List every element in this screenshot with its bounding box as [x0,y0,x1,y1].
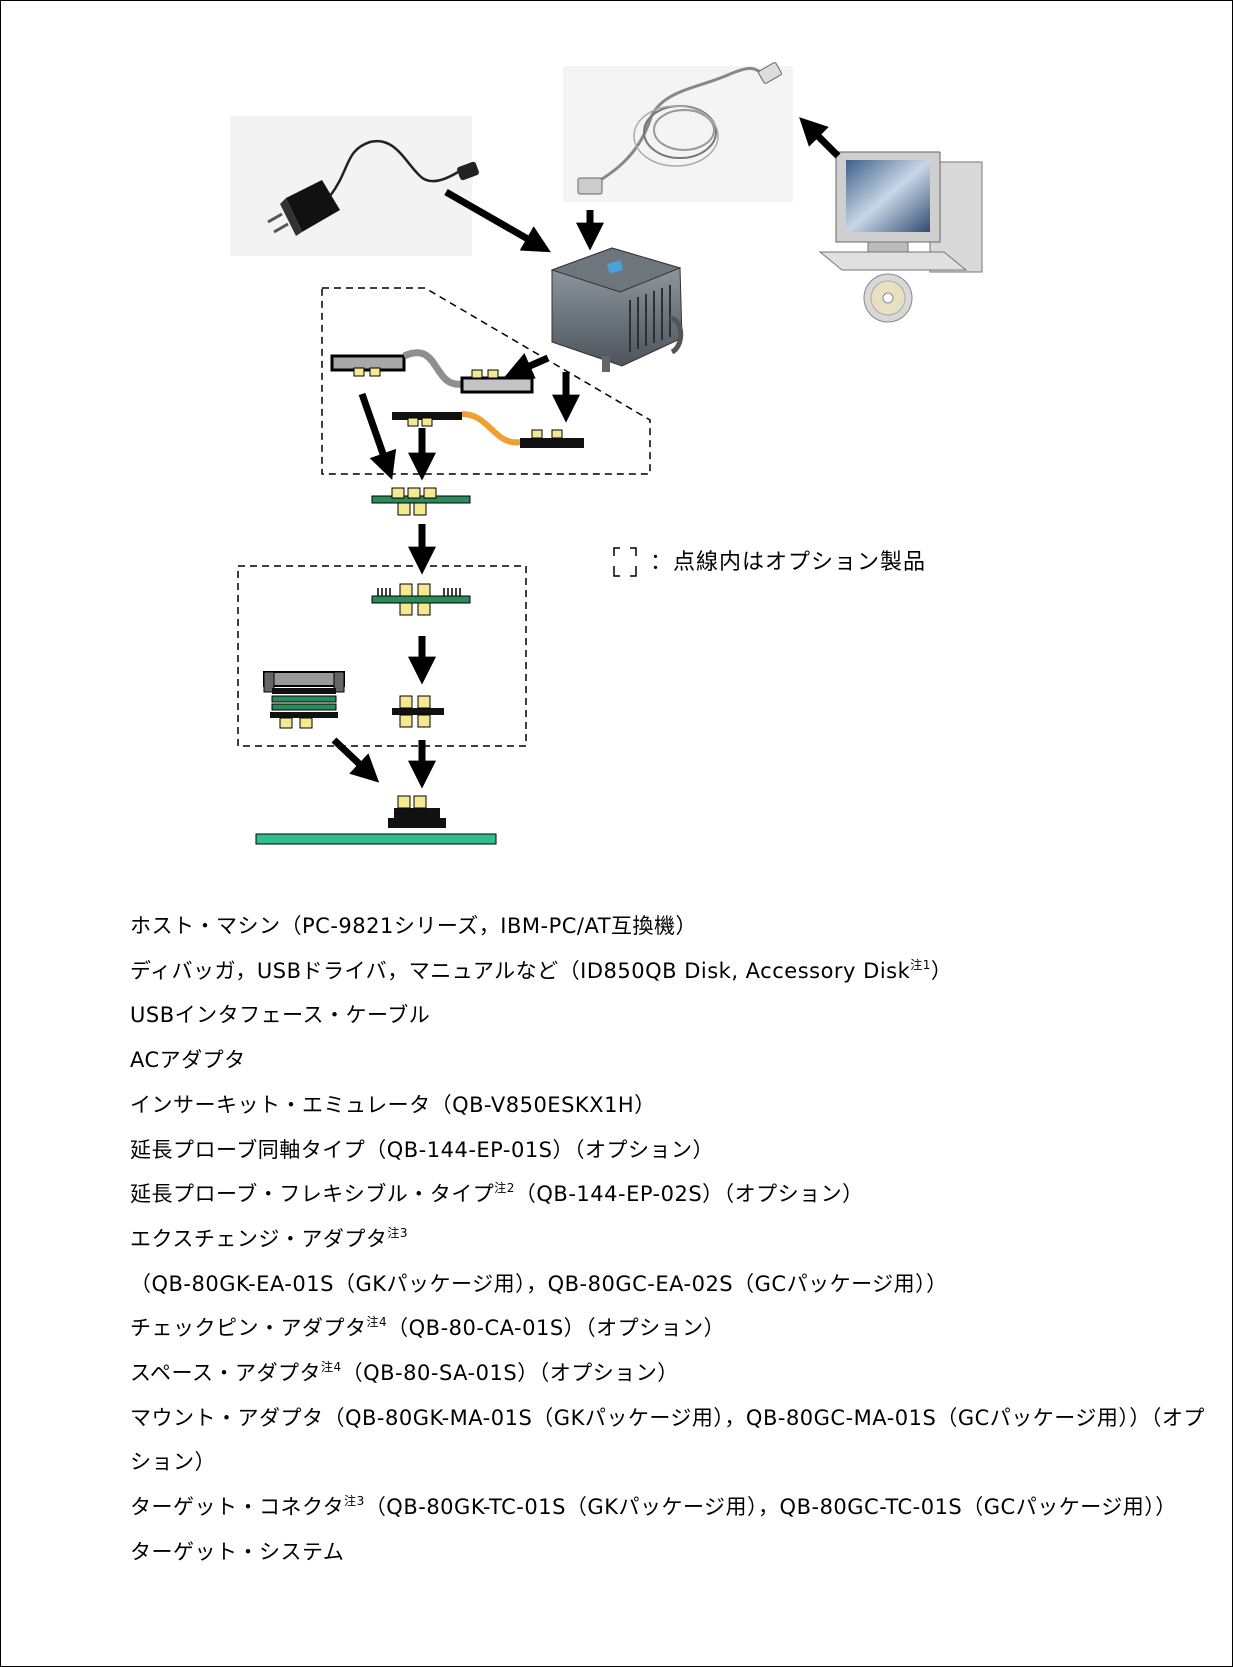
component-list-item: USBインタフェース・ケーブル [130,993,1220,1038]
item-note-ref: 注4 [320,1360,342,1375]
ac-adapter-image [267,139,479,236]
mount-adapter-image [263,671,345,729]
space-adapter-image [392,695,444,728]
extension-probe-flexible-image [330,349,534,394]
target-connector-image [388,795,446,828]
extension-probe-coaxial-image [392,411,584,448]
item-text-rest: （QB-80GK-EA-01S（GKパッケージ用），QB-80GC-EA-02S… [130,1271,948,1296]
item-note-ref: 注3 [387,1225,409,1240]
item-text: USBインタフェース・ケーブル [130,1003,431,1028]
target-system-board [255,833,497,845]
item-text: ACアダプタ [130,1048,246,1073]
system-configuration-diagram [230,62,983,845]
item-text: ターゲット・システム [130,1539,345,1564]
component-list-item: 延長プローブ・フレキシブル・タイプ注2（QB-144-EP-02S）（オプション… [130,1172,1220,1217]
host-computer-image [818,151,983,323]
item-text: マウント・アダプタ（QB-80GK-MA-01S（GKパッケージ用），QB-80… [130,1405,1205,1475]
component-list-item: マウント・アダプタ（QB-80GK-MA-01S（GKパッケージ用），QB-80… [130,1396,1220,1485]
component-list-item: チェックピン・アダプタ注4（QB-80-CA-01S）（オプション） [130,1306,1220,1351]
item-text: ホスト・マシン（PC-9821シリーズ，IBM-PC/AT互換機） [130,914,698,938]
dashed-box-legend-icon [613,547,637,577]
item-text-rest: （QB-80-SA-01S）（オプション） [341,1361,679,1386]
component-list-item: ディバッガ，USBドライバ，マニュアルなど（ID850QB Disk, Acce… [130,949,1220,994]
item-text-rest: ） [930,958,953,983]
exchange-adapter-image [371,487,471,516]
in-circuit-emulator-image [550,247,684,372]
ac-adapter-photo-bg [230,116,472,256]
item-text-rest: （QB-80GK-TC-01S（GKパッケージ用），QB-80GC-TC-01S… [364,1495,1177,1520]
option-area-adapters [237,565,527,747]
item-text: ターゲット・コネクタ [130,1495,345,1520]
component-list-item: 延長プローブ同軸タイプ（QB-144-EP-01S）（オプション） [130,1128,1220,1173]
item-text: ディバッガ，USBドライバ，マニュアルなど（ID850QB Disk, Acce… [130,958,911,983]
legend-text: ：点線内はオプション製品 [650,550,927,575]
item-note-ref: 注4 [366,1315,388,1330]
component-list-item: ターゲット・システム [130,1530,1220,1575]
item-note-ref: 注2 [494,1181,515,1196]
component-list-item: ターゲット・コネクタ注3（QB-80GK-TC-01S（GKパッケージ用），QB… [130,1485,1220,1530]
item-text-rest: （QB-80-CA-01S）（オプション） [387,1316,726,1341]
component-list-item: エクスチェンジ・アダプタ注3 （QB-80GK-EA-01S（GKパッケージ用），… [130,1217,1220,1306]
usb-cable-image [577,62,782,195]
item-text: 延長プローブ同軸タイプ（QB-144-EP-01S）（オプション） [130,1137,715,1162]
item-text: エクスチェンジ・アダプタ [130,1226,388,1251]
component-list-item: ホスト・マシン（PC-9821シリーズ，IBM-PC/AT互換機） [130,904,1220,949]
item-text-rest: （QB-144-EP-02S）（オプション） [514,1182,864,1207]
item-text: チェックピン・アダプタ [130,1316,367,1341]
option-area-probes [321,287,651,475]
check-pin-adapter-image [371,583,471,616]
connection-arrows [331,117,841,789]
component-list: ホスト・マシン（PC-9821シリーズ，IBM-PC/AT互換機） ディバッガ，U… [130,904,1220,1575]
item-note-ref: 注3 [344,1494,365,1509]
item-note-ref: 注1 [910,957,931,972]
item-text: 延長プローブ・フレキシブル・タイプ [130,1182,495,1207]
component-list-item: ACアダプタ [130,1038,1220,1083]
item-text: インサーキット・エミュレータ（QB-V850ESKX1H） [130,1092,656,1117]
component-list-item: インサーキット・エミュレータ（QB-V850ESKX1H） [130,1083,1220,1128]
item-text: スペース・アダプタ [130,1361,321,1386]
component-list-item: スペース・アダプタ注4（QB-80-SA-01S）（オプション） [130,1351,1220,1396]
